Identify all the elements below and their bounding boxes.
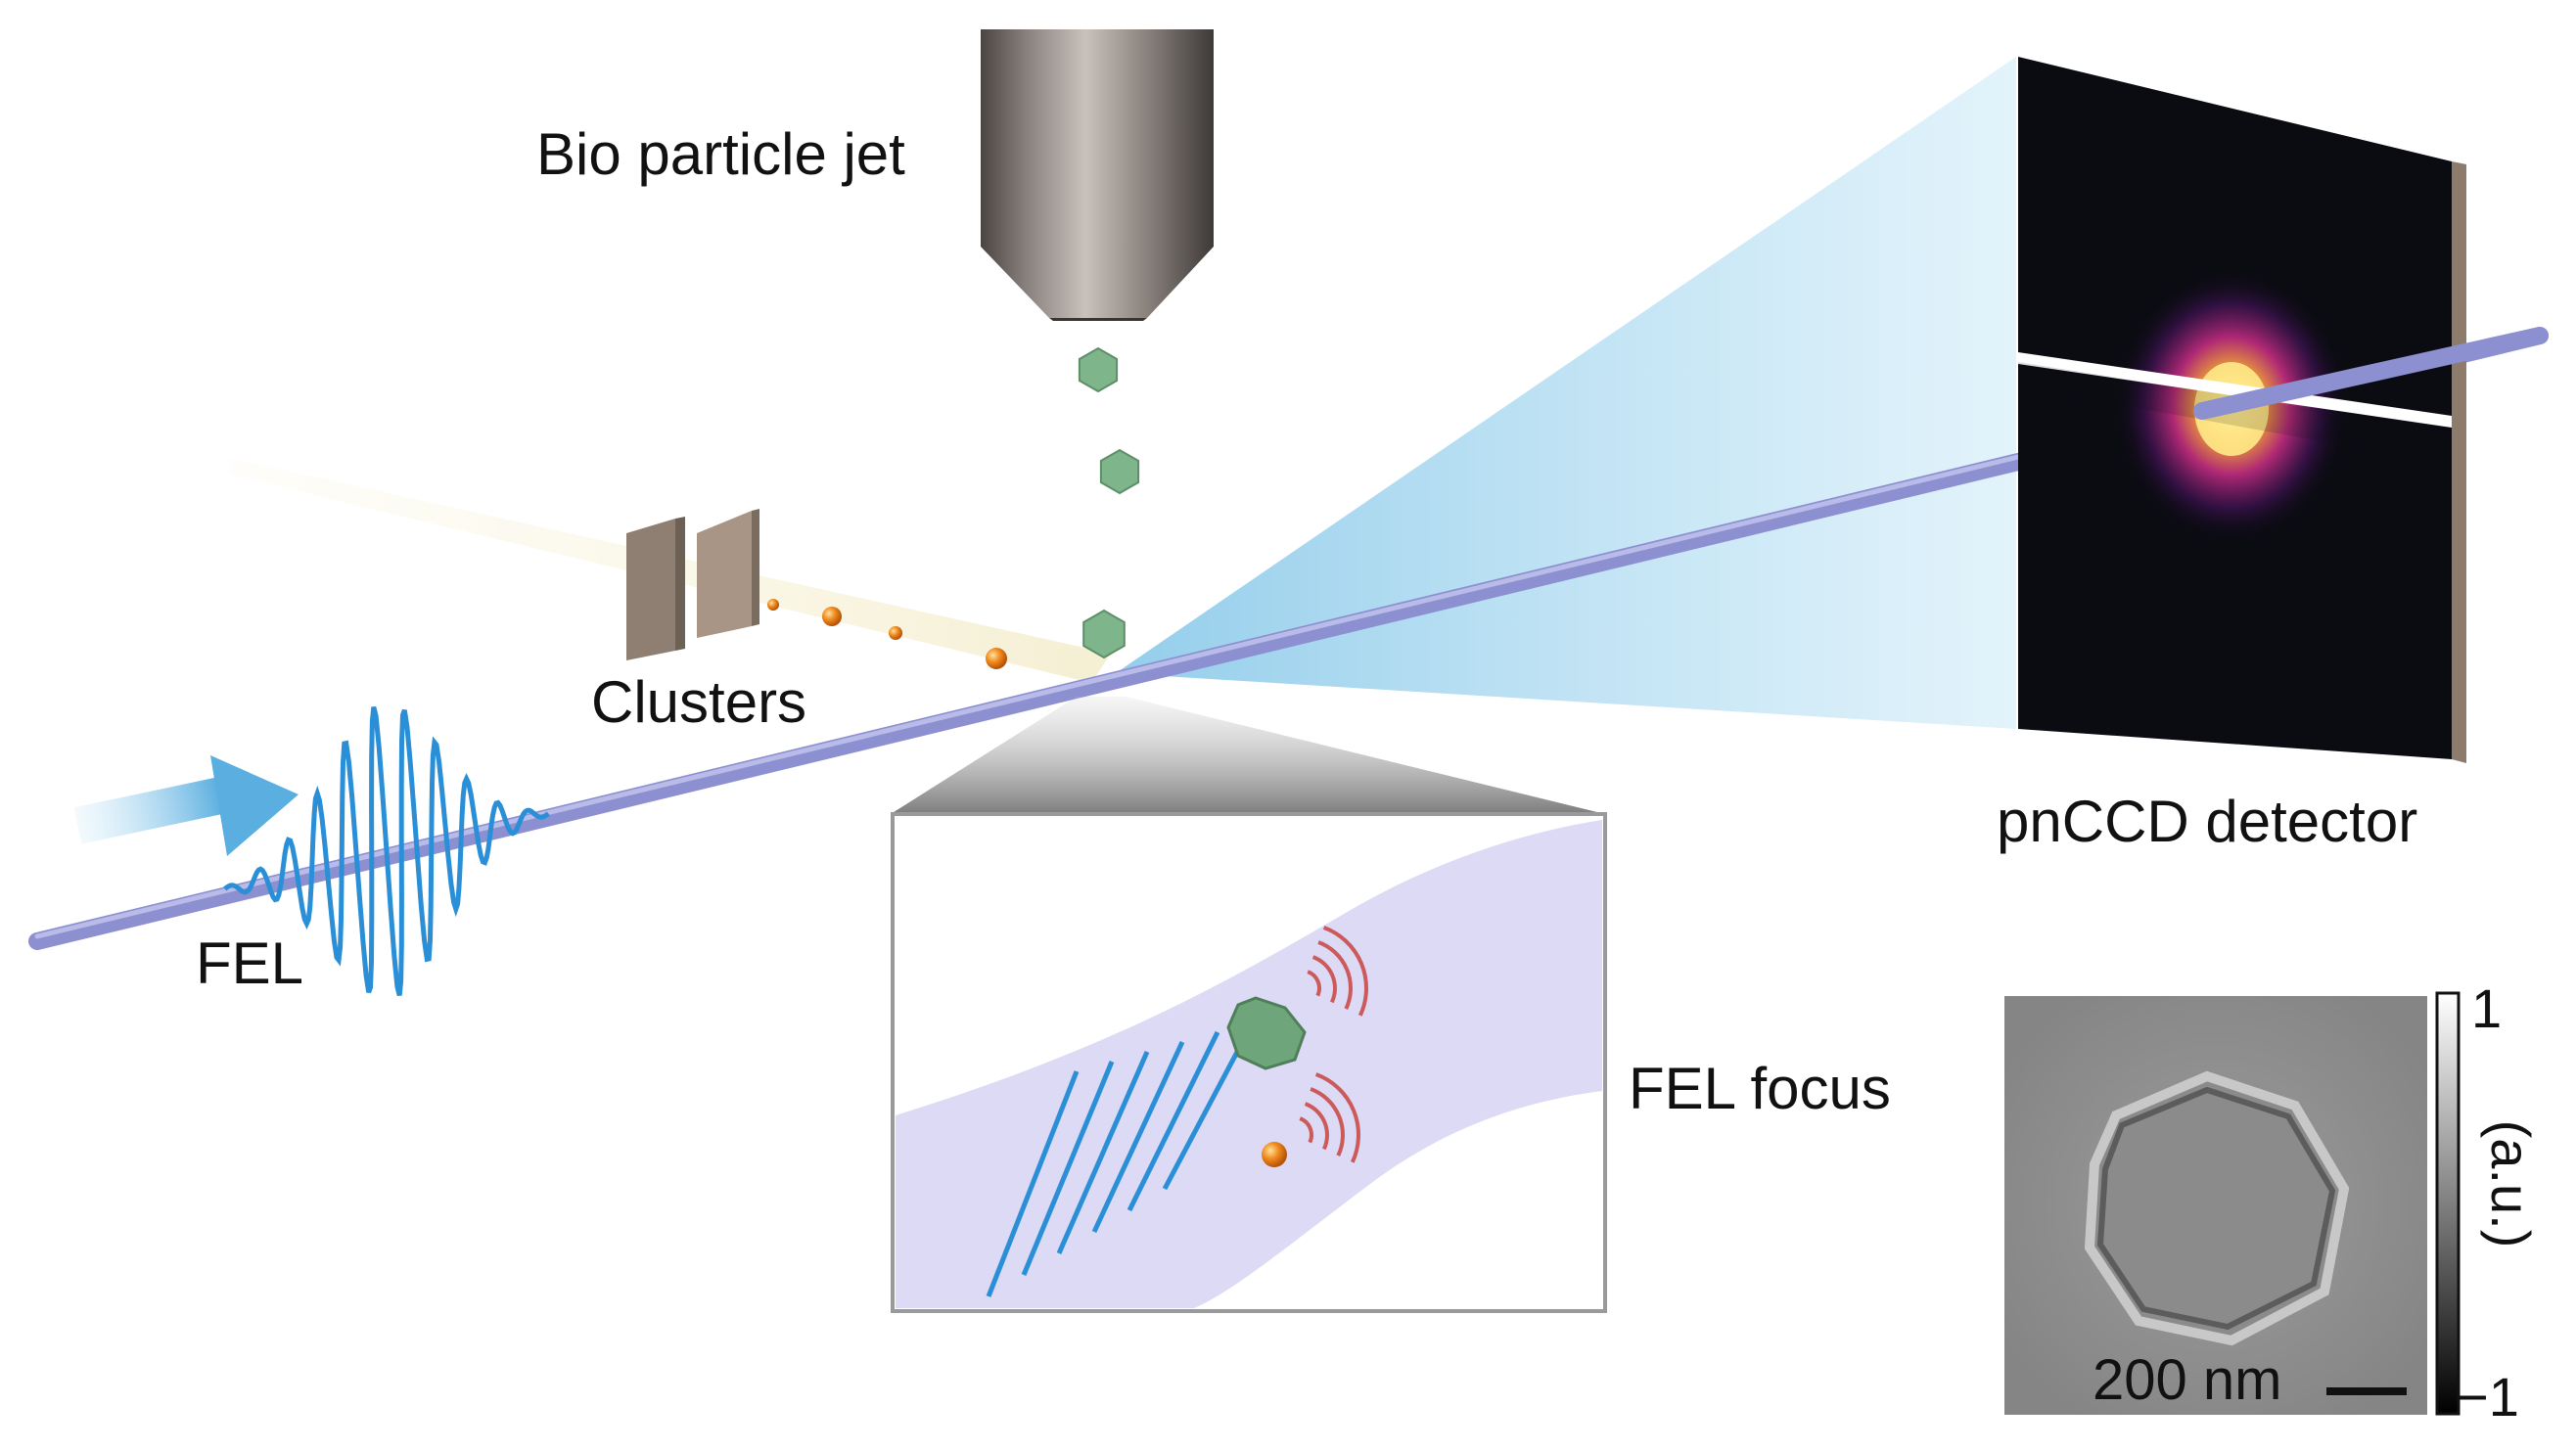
scattered-wave-arc xyxy=(1307,970,1321,997)
scattered-wave-arc xyxy=(1317,940,1353,1010)
wavefront-line xyxy=(986,1070,1080,1297)
reconstruction-image xyxy=(2004,996,2427,1415)
scattered-wave-arc xyxy=(1310,1087,1345,1156)
pnccd-detector-label: pnCCD detector xyxy=(1997,789,2418,854)
scattering-cone xyxy=(1116,57,2016,729)
wavefront-line xyxy=(1091,1040,1185,1234)
virus-particle-icon xyxy=(1078,346,1119,393)
wavefront-line xyxy=(1056,1050,1150,1255)
cluster-source-icon xyxy=(626,509,759,660)
scattered-wave-arc xyxy=(1311,955,1337,1004)
scattered-wave-arc xyxy=(1322,926,1368,1017)
virus-particle-icon xyxy=(1082,609,1126,659)
colorbar xyxy=(2435,991,2461,1416)
scale-bar-label: 200 nm xyxy=(2093,1348,2282,1412)
scattered-wave-arc xyxy=(1299,1116,1313,1144)
scattered-wave-arc xyxy=(1314,1072,1360,1163)
virus-particle-icon xyxy=(1099,448,1140,495)
colorbar-max-label: 1 xyxy=(2471,977,2503,1039)
colorbar-min-label: −1 xyxy=(2457,1366,2519,1428)
xray-pulse-icon xyxy=(223,705,550,997)
cluster-particle xyxy=(1262,1142,1287,1167)
wavefront-line xyxy=(1127,1030,1220,1212)
arrow-icon xyxy=(73,755,299,856)
wavefront-line xyxy=(1021,1061,1115,1276)
scale-bar xyxy=(2326,1387,2407,1395)
zoom-indicator xyxy=(891,697,1605,814)
colorbar-unit-label: (a.u.) xyxy=(2480,1119,2542,1248)
clusters-label: Clusters xyxy=(591,669,807,735)
virus-particle-icon xyxy=(1226,996,1307,1070)
cluster-stream xyxy=(767,599,1007,669)
particle-stream xyxy=(1078,346,1140,659)
fel-focus-label: FEL focus xyxy=(1629,1056,1891,1121)
fel-beam-through xyxy=(2193,327,2549,420)
fel-label: FEL xyxy=(196,930,304,996)
nozzle-icon xyxy=(981,29,1214,321)
fel-focus-inset xyxy=(891,812,1607,1313)
bio-particle-jet-label: Bio particle jet xyxy=(536,121,905,187)
scattered-wave-arc xyxy=(1304,1102,1329,1151)
